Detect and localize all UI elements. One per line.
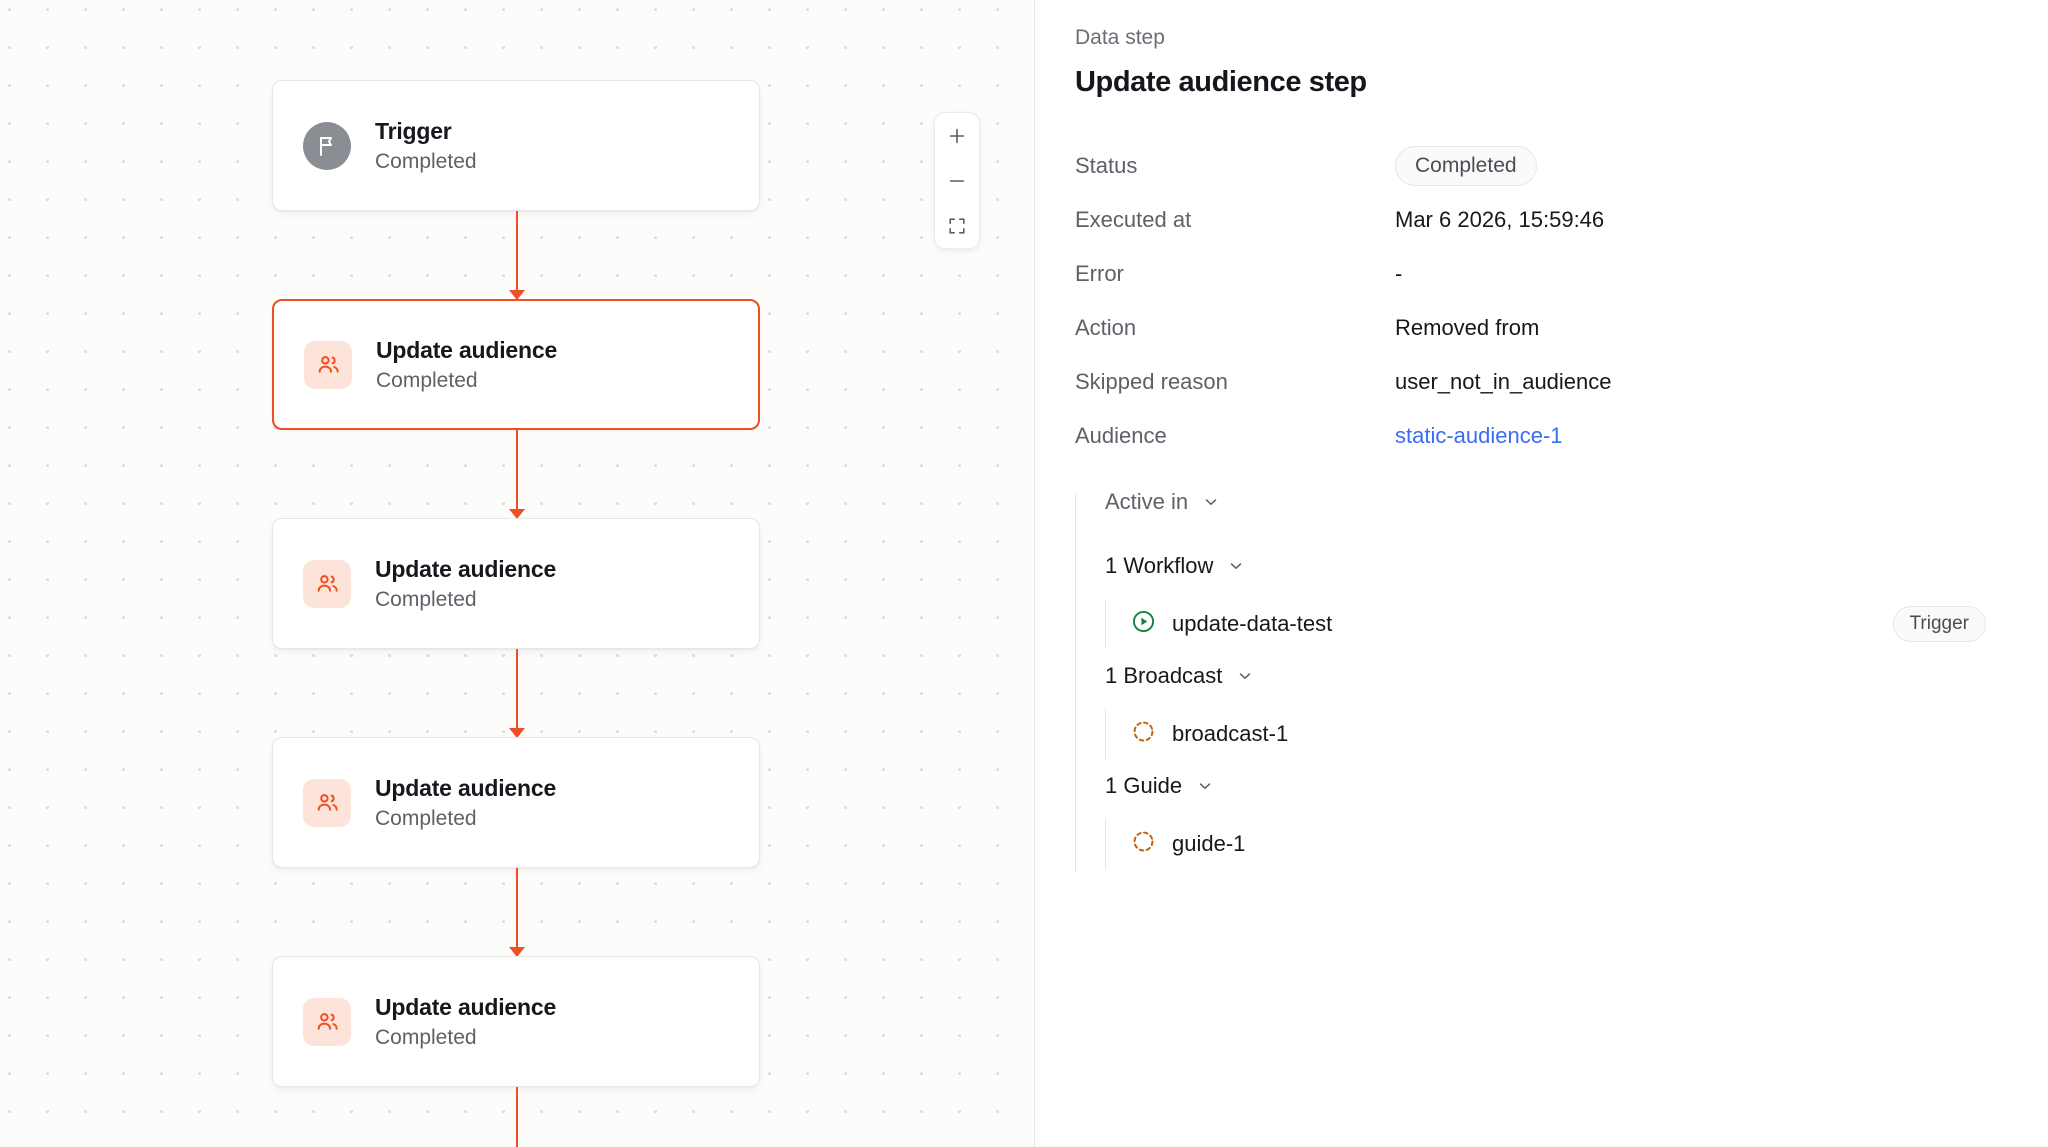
- active-in-label: Active in: [1105, 489, 1189, 514]
- active-in-section: Active in 1 Workflow: [1075, 489, 2008, 875]
- chevron-down-icon: [1236, 667, 1254, 685]
- connector-line: [516, 430, 518, 518]
- chevron-down-icon: [1227, 557, 1245, 575]
- connector-line: [516, 868, 518, 956]
- workflow-node-update-audience[interactable]: Update audience Completed: [272, 737, 760, 868]
- zoom-in-button[interactable]: [935, 113, 979, 158]
- connector-line: [516, 1087, 518, 1147]
- node-text: Update audience Completed: [375, 994, 556, 1050]
- list-item[interactable]: update-data-test Trigger: [1131, 593, 2008, 655]
- status-badge: Completed: [1395, 146, 1537, 186]
- detail-label: Action: [1075, 315, 1137, 340]
- detail-label: Error: [1075, 261, 1124, 286]
- detail-value: -: [1395, 261, 1403, 286]
- zoom-controls: [934, 112, 980, 249]
- detail-label: Audience: [1075, 423, 1167, 448]
- flag-icon: [303, 121, 351, 170]
- detail-label: Skipped reason: [1075, 369, 1228, 394]
- page-title: Update audience step: [1075, 66, 1367, 98]
- node-title: Update audience: [375, 555, 557, 582]
- node-text: Update audience Completed: [375, 775, 556, 831]
- workflow-node-update-audience[interactable]: Update audience Completed: [272, 956, 760, 1087]
- node-connector: [272, 430, 760, 519]
- node-title: Trigger: [375, 117, 452, 144]
- node-title: Update audience: [375, 993, 557, 1020]
- detail-label: Executed at: [1075, 207, 1192, 232]
- list-item[interactable]: guide-1: [1131, 813, 2008, 875]
- zoom-out-button[interactable]: [935, 158, 979, 203]
- list-item[interactable]: broadcast-1: [1131, 703, 2008, 765]
- detail-rows: Status Completed Executed at Mar 6 2026,…: [1075, 139, 2008, 463]
- node-text: Update audience Completed: [376, 337, 557, 393]
- connector-arrowhead: [509, 728, 525, 738]
- step-details-panel: Data step Update audience step Status Co…: [1035, 0, 2048, 1147]
- node-text: Update audience Completed: [375, 556, 556, 612]
- workflow-node-list: Trigger Completed: [272, 80, 760, 1147]
- detail-row-error: Error -: [1075, 247, 2008, 301]
- detail-value: user_not_in_audience: [1395, 369, 1612, 394]
- audience-link[interactable]: static-audience-1: [1395, 423, 1563, 448]
- detail-row-status: Status Completed: [1075, 139, 2008, 193]
- node-status: Completed: [375, 149, 477, 173]
- chevron-down-icon: [1196, 777, 1214, 795]
- detail-row-audience: Audience static-audience-1: [1075, 409, 2008, 463]
- connector-line: [516, 649, 518, 737]
- detail-row-action: Action Removed from: [1075, 301, 2008, 355]
- list-item-label: update-data-test: [1172, 611, 1333, 636]
- workflow-canvas[interactable]: Trigger Completed: [0, 0, 1035, 1147]
- group-items: broadcast-1: [1105, 703, 2008, 765]
- group-toggle[interactable]: 1 Workflow: [1105, 553, 1245, 579]
- node-title: Update audience: [375, 774, 557, 801]
- node-text: Trigger Completed: [375, 118, 477, 174]
- users-icon: [303, 778, 351, 827]
- group-items: guide-1: [1105, 813, 2008, 875]
- workflow-node-update-audience[interactable]: Update audience Completed: [272, 518, 760, 649]
- active-in-group-broadcast: 1 Broadcast broadcast-1: [1105, 663, 2008, 765]
- active-in-toggle[interactable]: Active in: [1105, 489, 1220, 515]
- workflow-node-trigger[interactable]: Trigger Completed: [272, 80, 760, 211]
- node-title: Update audience: [376, 336, 558, 363]
- node-connector: [272, 649, 760, 738]
- dashed-circle-icon: [1131, 829, 1156, 859]
- connector-arrowhead: [509, 509, 525, 519]
- list-item-label: guide-1: [1172, 831, 1246, 856]
- group-label: 1 Workflow: [1105, 553, 1214, 578]
- group-toggle[interactable]: 1 Broadcast: [1105, 663, 1254, 689]
- detail-label: Status: [1075, 153, 1138, 178]
- users-icon: [304, 340, 352, 389]
- detail-value: Mar 6 2026, 15:59:46: [1395, 207, 1605, 232]
- canvas-panel-divider: [1034, 0, 1035, 1147]
- connector-arrowhead: [509, 290, 525, 300]
- detail-row-skipped-reason: Skipped reason user_not_in_audience: [1075, 355, 2008, 409]
- users-icon: [303, 997, 351, 1046]
- detail-value: Removed from: [1395, 315, 1540, 340]
- group-label: 1 Broadcast: [1105, 663, 1223, 688]
- active-in-group-guide: 1 Guide guide-1: [1105, 773, 2008, 875]
- node-status: Completed: [375, 587, 477, 611]
- node-status: Completed: [375, 806, 477, 830]
- detail-row-executed-at: Executed at Mar 6 2026, 15:59:46: [1075, 193, 2008, 247]
- workflow-node-update-audience-selected[interactable]: Update audience Completed: [272, 299, 760, 430]
- active-in-group-workflow: 1 Workflow: [1105, 553, 2008, 655]
- users-icon: [303, 559, 351, 608]
- panel-eyebrow: Data step: [1075, 26, 1165, 49]
- group-label: 1 Guide: [1105, 773, 1183, 798]
- connector-line: [516, 211, 518, 299]
- node-status: Completed: [375, 1025, 477, 1049]
- play-circle-icon: [1131, 609, 1156, 639]
- fit-view-icon[interactable]: [935, 203, 979, 248]
- node-status: Completed: [376, 368, 478, 392]
- node-connector: [272, 868, 760, 957]
- dashed-circle-icon: [1131, 719, 1156, 749]
- detail-value: Completed: [1395, 146, 1537, 186]
- item-badge-trigger: Trigger: [1892, 606, 1986, 642]
- group-toggle[interactable]: 1 Guide: [1105, 773, 1214, 799]
- node-connector: [272, 211, 760, 300]
- connector-arrowhead: [509, 947, 525, 957]
- node-connector: [272, 1087, 760, 1147]
- chevron-down-icon: [1202, 493, 1220, 511]
- group-items: update-data-test Trigger: [1105, 593, 2008, 655]
- list-item-label: broadcast-1: [1172, 721, 1289, 746]
